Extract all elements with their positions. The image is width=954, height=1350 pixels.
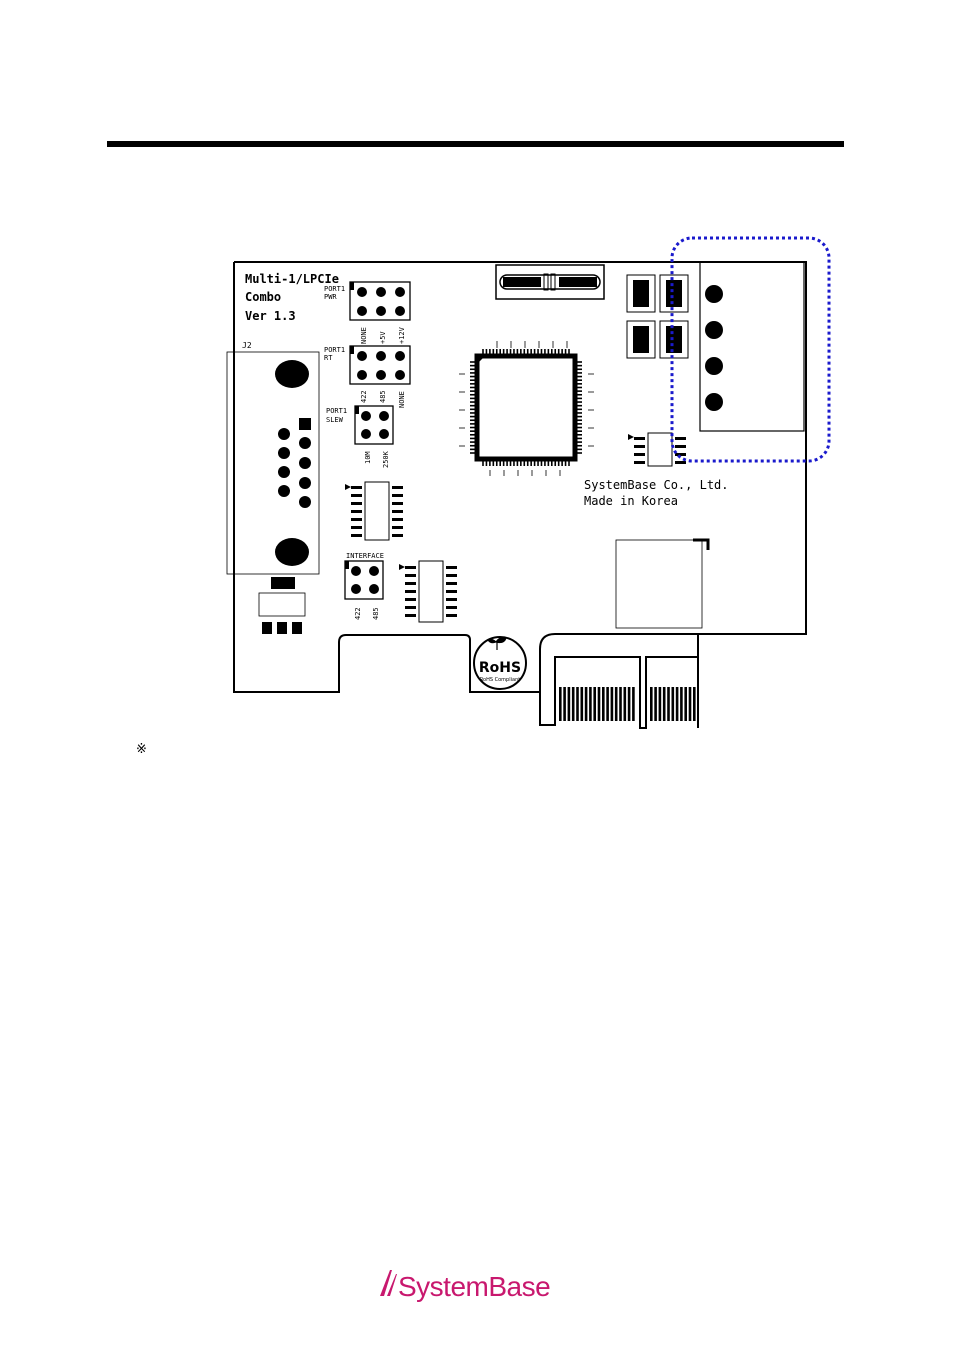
port-rt-label2: RT [324,354,333,362]
port-pwr-label2: PWR [324,293,337,301]
connector-label: J2 [242,341,252,350]
terminal-block [699,261,805,432]
port-pwr-opt2: +5V [379,331,387,344]
port-rt-label1: PORT1 [324,346,345,354]
board-outline [234,261,807,729]
port-slew-label1: PORT1 [326,407,347,415]
port-rt-opt3: NONE [398,391,406,408]
board-title-1: Multi-1/LPCIe [245,272,339,286]
regulator-body [258,592,306,617]
port-pwr-opt1: NONE [360,327,368,344]
pcie-fingers [559,687,696,721]
interface-opt2: 485 [372,607,380,620]
interface-opt1: 422 [354,607,362,620]
ic-1 [345,481,403,541]
port-rt-opt2: 485 [379,390,387,403]
regulator-pins [262,622,302,634]
board-title-2: Combo [245,290,281,304]
rohs-logo: RoHS RoHS Compliant [473,636,527,690]
led-block [271,577,295,589]
qfp-chip [459,341,594,476]
db9-outline [226,351,320,575]
db9-mount-top [275,360,309,388]
highlight-box [670,236,831,463]
interface-label: INTERFACE [346,552,384,560]
note-symbol: ※ [136,742,147,757]
systembase-logo: SystemBase [380,1270,551,1302]
rohs-sub: RoHS Compliant [480,677,520,683]
board-bracket-edge [233,262,540,693]
header-rule [107,141,844,147]
port-slew-opt2: 250K [382,450,390,468]
port-rt-opt1: 422 [360,390,368,403]
port-slew-label2: SLEW [326,416,344,424]
square-chip [615,539,703,629]
footer-logo-text: SystemBase [398,1271,550,1302]
capacitors [626,274,689,359]
crystal [495,264,605,300]
ic-2 [399,560,457,623]
pcb-diagram: Multi-1/LPCIe Combo Ver 1.3 J2 PORT1 PWR… [226,236,831,729]
db9-pins [278,418,311,508]
board-title-3: Ver 1.3 [245,309,296,323]
company-line-2: Made in Korea [584,494,678,508]
db9-mount-bottom [275,538,309,566]
port-pwr-label1: PORT1 [324,285,345,293]
small-ic [628,432,686,467]
company-line-1: SystemBase Co., Ltd. [584,478,729,492]
port-pwr-opt3: +12V [398,326,406,344]
port-slew-opt1: 10M [364,451,372,464]
rohs-main: RoHS [479,660,521,676]
